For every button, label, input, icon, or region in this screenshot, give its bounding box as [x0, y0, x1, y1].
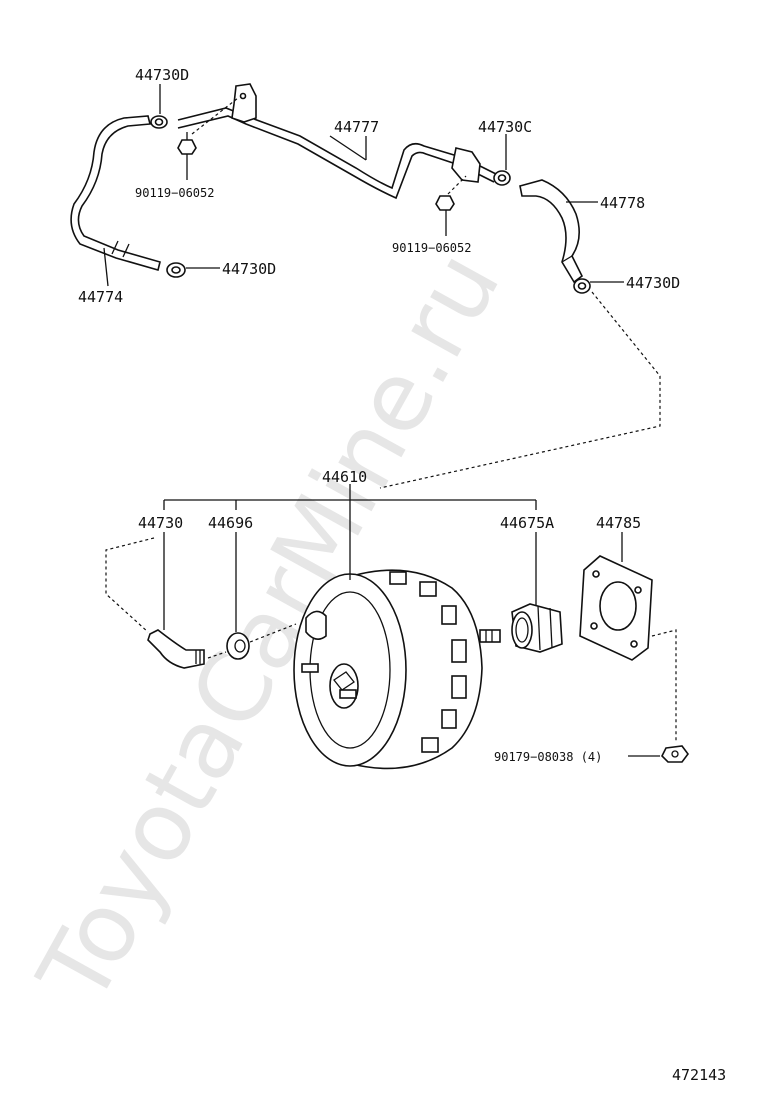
bolt-90119-a	[177, 97, 239, 155]
axis-dash-right	[651, 629, 677, 742]
label-90119-a: 90119−06052	[135, 186, 214, 200]
leader-lines	[103, 84, 660, 757]
label-44785: 44785	[596, 514, 641, 532]
boot-44675A	[511, 603, 563, 653]
hose-44778	[519, 179, 584, 284]
nut-90179	[661, 745, 689, 763]
gasket-44785	[579, 555, 653, 661]
hose-44774	[70, 115, 161, 271]
clamp-44730D-top	[150, 115, 168, 129]
label-44778: 44778	[600, 194, 645, 212]
label-44610: 44610	[322, 468, 367, 486]
bolt-90119-b	[435, 175, 467, 211]
pipe-44777	[177, 83, 497, 200]
diagram-reference-number: 472143	[672, 1066, 726, 1084]
clamp-44730C	[493, 170, 511, 186]
clamp-44730D-bottom	[166, 262, 186, 278]
label-44730D-top: 44730D	[135, 66, 189, 84]
label-90119-b: 90119−06052	[392, 241, 471, 255]
grommet-44696	[226, 632, 250, 660]
clamp-44730D-right	[573, 278, 591, 294]
label-44730: 44730	[138, 514, 183, 532]
label-90179: 90179−08038 (4)	[494, 750, 602, 764]
label-44777: 44777	[334, 118, 379, 136]
label-44675A: 44675A	[500, 514, 554, 532]
brake-booster-44610	[293, 569, 501, 770]
label-44730D-right: 44730D	[626, 274, 680, 292]
label-44730C: 44730C	[478, 118, 532, 136]
axis-dash-left	[207, 623, 297, 659]
label-44696: 44696	[208, 514, 253, 532]
label-44774: 44774	[78, 288, 123, 306]
label-44730D-bottom: 44730D	[222, 260, 276, 278]
connection-dash-upper	[379, 291, 661, 489]
connection-dash-left	[105, 537, 155, 633]
check-valve-44730	[147, 629, 205, 669]
